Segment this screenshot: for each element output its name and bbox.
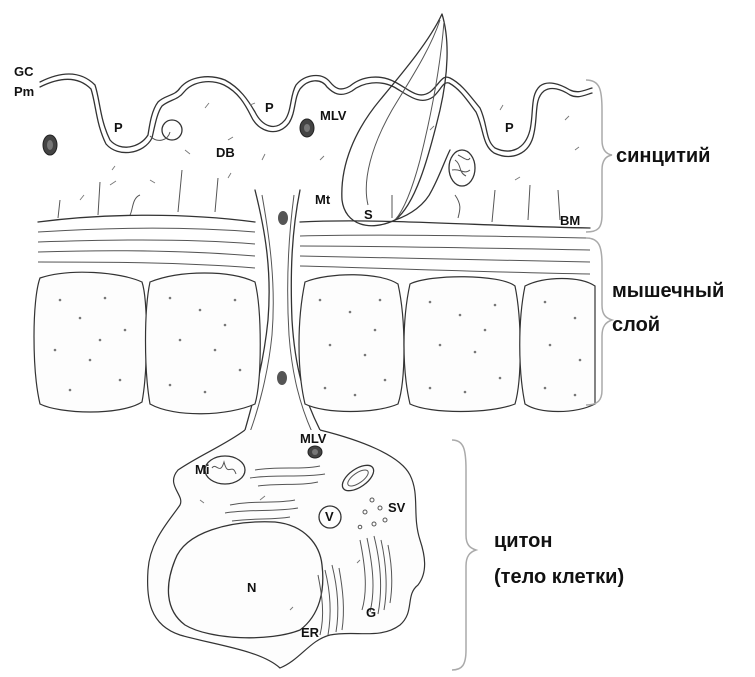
tegument-surface xyxy=(40,74,592,156)
label-db: DB xyxy=(216,145,235,160)
label-mt: Mt xyxy=(315,192,331,207)
region-syncytium: синцитий xyxy=(616,145,710,167)
sensory-spine xyxy=(342,14,450,226)
label-s: S xyxy=(364,207,373,222)
label-p2: P xyxy=(265,100,274,115)
label-g: G xyxy=(366,605,376,620)
region-muscle-line1: мышечный xyxy=(612,280,724,302)
label-er: ER xyxy=(301,625,320,640)
label-mlv-top: MLV xyxy=(320,108,347,123)
label-p3: P xyxy=(505,120,514,135)
region-cyton-line1: цитон xyxy=(494,530,552,552)
label-bm: BM xyxy=(560,213,580,228)
muscle-layer xyxy=(34,215,595,414)
label-pm: Pm xyxy=(14,84,34,99)
label-n: N xyxy=(247,580,256,595)
mlv-granule xyxy=(277,371,287,385)
region-muscle-line2: слой xyxy=(612,314,660,336)
mlv-granule xyxy=(278,211,288,225)
label-v: V xyxy=(325,509,334,524)
label-gc: GC xyxy=(14,64,34,79)
syncytium-content xyxy=(43,103,579,222)
label-mi: Mi xyxy=(195,462,209,477)
label-mlv-cyton: MLV xyxy=(300,431,327,446)
cyton xyxy=(148,430,425,668)
label-p1: P xyxy=(114,120,123,135)
region-cyton-line2: (тело клетки) xyxy=(494,566,624,588)
label-sv: SV xyxy=(388,500,406,515)
pit-vesicle xyxy=(162,120,182,140)
